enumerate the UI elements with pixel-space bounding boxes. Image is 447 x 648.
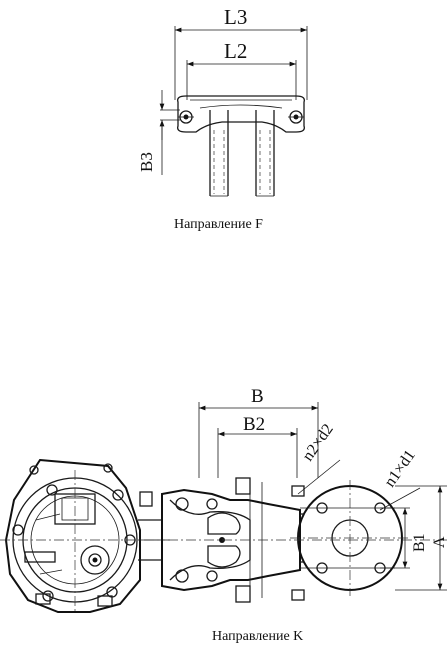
- caption-view-f: Направление F: [174, 217, 263, 232]
- actuator-housing: [0, 458, 160, 613]
- view-k: B B2 n2×d2 n1×d1: [0, 386, 447, 644]
- view-f: L3 L2 B3: [137, 5, 308, 232]
- dim-label-b1: B1: [411, 533, 428, 552]
- pipe-flange: [290, 480, 410, 596]
- bolt-left: [178, 110, 194, 124]
- caption-view-k: Направление K: [212, 629, 303, 644]
- dim-label-b2: B2: [243, 414, 265, 435]
- dim-label-b3: B3: [137, 152, 156, 172]
- bolt-right: [288, 110, 304, 124]
- dim-label-b: B: [251, 386, 264, 407]
- dim-label-l3: L3: [224, 5, 247, 29]
- coupling: [138, 491, 170, 561]
- dim-label-a: A: [431, 536, 447, 548]
- dim-label-n1d1: n1×d1: [381, 447, 418, 490]
- dim-label-l2: L2: [224, 39, 247, 63]
